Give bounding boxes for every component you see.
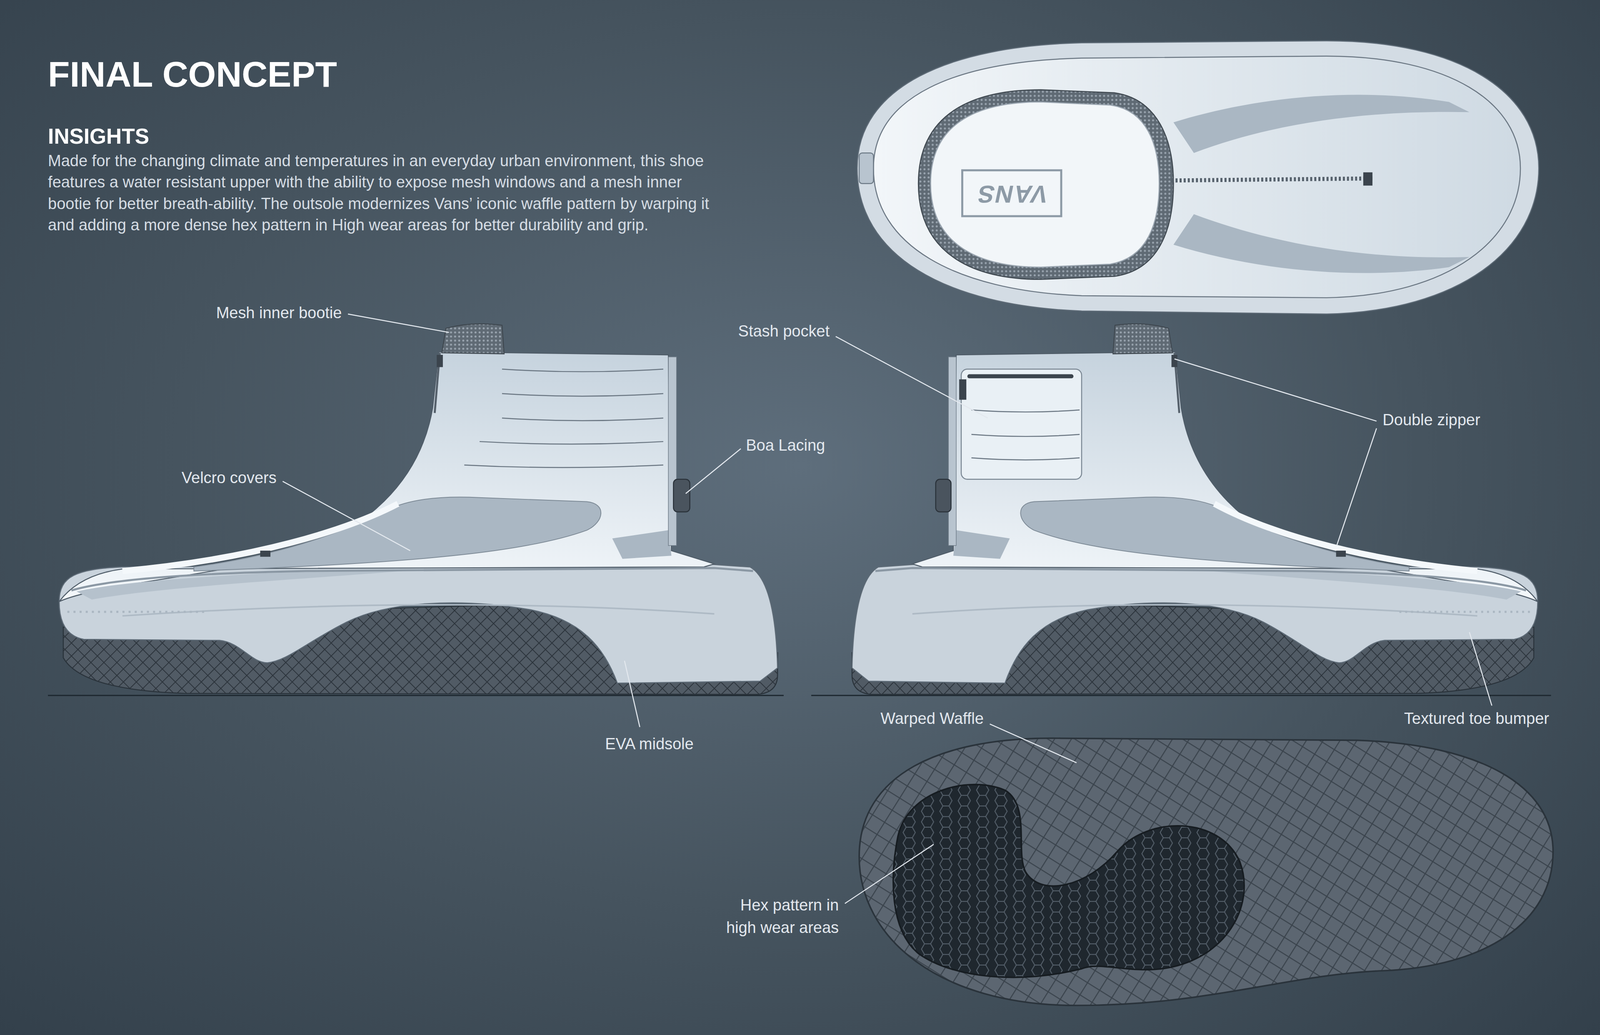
insight-text: Made for the changing climate and temper… [47,150,710,236]
top-upper [873,56,1521,298]
outsole-bottom [859,738,1553,1006]
part-label: Velcro covers [181,469,277,489]
part-label: Hex pattern in high wear areas [714,894,839,940]
leader-line [1336,428,1377,546]
shoe-lateral [59,323,778,695]
leader-line [685,448,741,494]
quilt-line [479,441,664,445]
heel-tab [859,152,874,184]
part-label: Warped Waffle [880,710,984,730]
part-label: Double zipper [1382,411,1480,431]
zipper-pull [959,379,967,400]
quilt-line [971,434,1080,437]
zipper-pull [1363,172,1373,186]
leader-line [835,336,988,419]
pocket-lines [971,410,1080,460]
hex-area [893,785,1245,978]
quilt-line [971,410,1080,413]
top-window [1173,95,1470,154]
insole [930,102,1160,268]
part-label: Textured toe bumper [1404,710,1550,730]
pocket-zipper [969,374,1072,379]
logo-box [962,170,1062,217]
stash-pocket [961,369,1082,480]
leader-line [1174,359,1377,422]
leader-line [990,724,1077,763]
boa-dial [935,479,952,513]
part-label: Mesh inner bootie [216,304,343,324]
leader-line [845,844,934,904]
ground-line [47,695,784,697]
board-title: FINAL CONCEPT [47,56,338,93]
leader-line [347,314,449,333]
top-zipper [1171,178,1373,181]
top-window [1173,214,1470,273]
quilt-line [464,465,664,468]
leader-line [1469,632,1493,706]
leaders [282,314,1492,904]
ground-line [811,695,1552,697]
leader-line [282,481,410,551]
collar-opening [918,89,1174,280]
boa-dial [673,479,690,513]
part-label: EVA midsole [605,735,694,755]
quilt-line [502,369,664,372]
logo-text: VANS [974,181,1050,206]
quilt-line [502,393,664,397]
quilting [464,369,664,468]
top-midsole [857,40,1539,315]
part-label: Boa Lacing [745,436,825,456]
shoe-medial [852,323,1538,695]
part-label: Stash pocket [738,322,830,342]
quilt-line [502,418,664,421]
leader-line [624,660,640,728]
quilt-line [971,457,1080,460]
section-heading: INSIGHTS [47,123,150,150]
